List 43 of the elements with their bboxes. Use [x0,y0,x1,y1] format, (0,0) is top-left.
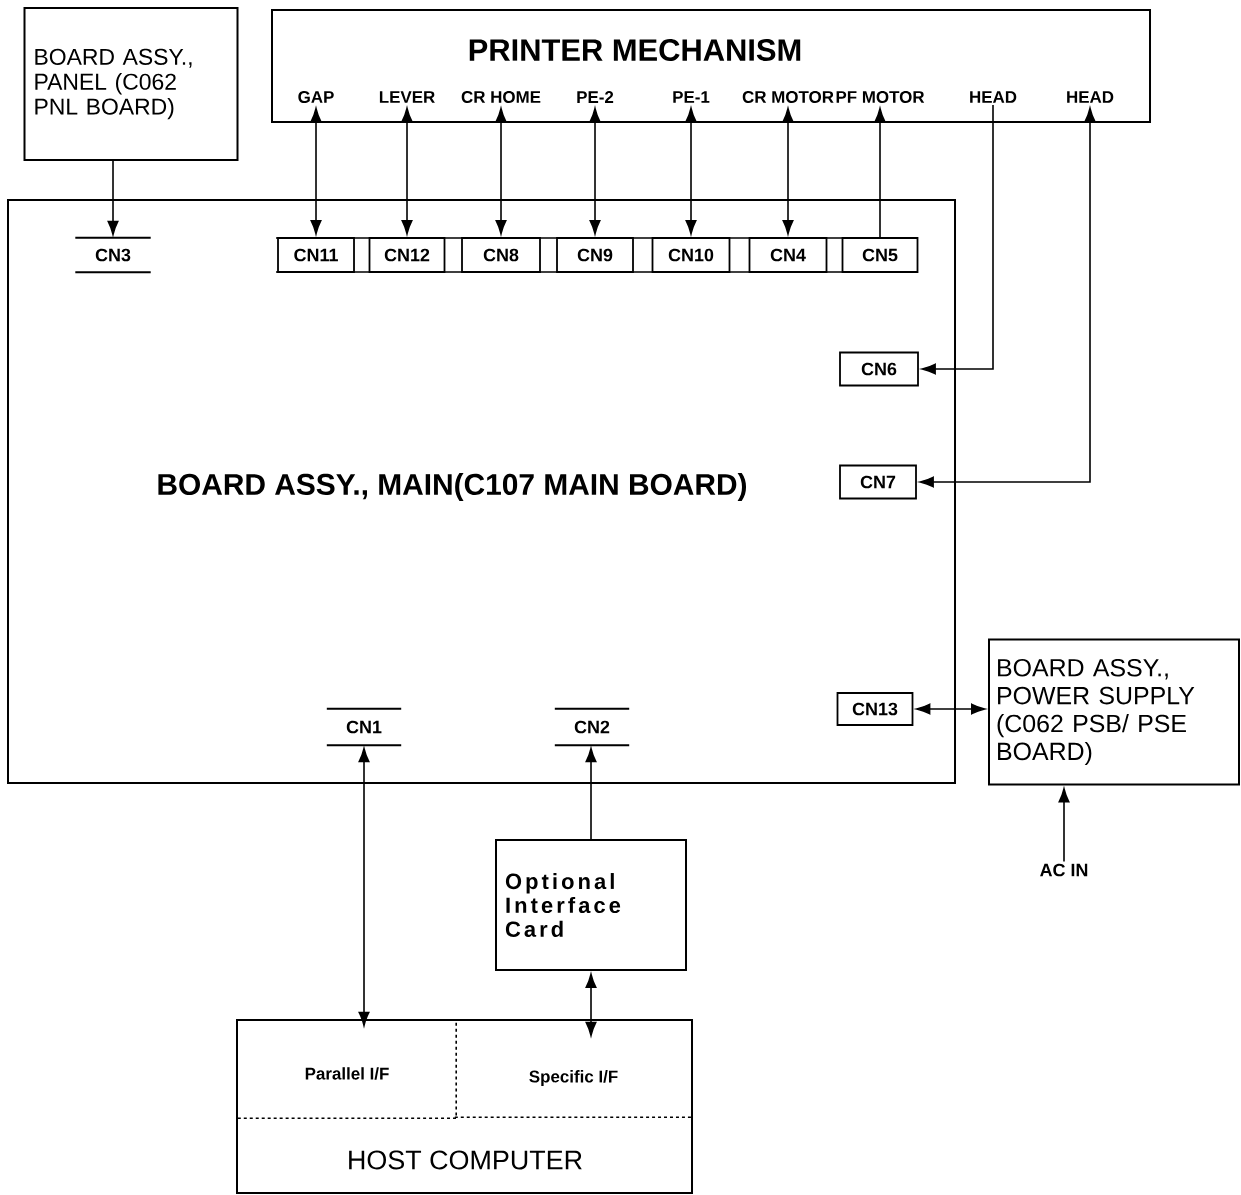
interface-section: Parallel I/F [237,1022,457,1119]
arrow [589,107,601,235]
connector-box: CN9 [556,237,634,273]
connector-box: CN12 [368,237,446,273]
signal-label: CR HOME [461,91,541,103]
arrow [107,160,119,236]
arrow [495,107,507,235]
input-label: AC IN [1040,863,1088,877]
connector-box: CN11 [277,237,355,273]
arrow [782,107,794,235]
arrow [921,104,994,375]
arrow [874,107,886,238]
signal-label: LEVER [379,91,435,103]
arrow [585,747,597,840]
connector-box: CN7 [839,464,917,500]
signal-label: HEAD [970,91,1017,103]
connector-box: CN13 [836,692,914,726]
board-box: BOARD ASSY., POWER SUPPLY (C062 PSB/ PSE BOARD) [988,638,1240,786]
arrow [401,107,413,235]
arrow [1058,788,1070,863]
arrow [919,107,1096,488]
signal-label: PF MOTOR [836,91,925,103]
connector-label: CN2 [553,707,631,747]
signal-label: GAP [298,91,334,103]
connector-box: CN6 [839,351,919,387]
arrow [585,973,597,1037]
arrow [916,703,986,715]
arrow [358,747,370,1027]
interface-section: Specific I/F [454,1070,693,1118]
connector-box: CN4 [748,237,828,273]
card-box: Optional Interface Card [495,839,687,971]
connector-box: CN10 [651,237,731,273]
arrow [685,107,697,235]
signal-label: CR MOTOR [742,91,834,103]
signal-label: PE-1 [673,91,710,103]
connector-label: CN3 [74,236,152,274]
arrow [310,107,322,235]
connector-box: CN8 [461,237,541,273]
connector-box: CN5 [841,237,919,273]
signal-label: HEAD [1067,91,1114,103]
connector-label: CN1 [325,707,403,747]
board-box: BOARD ASSY., PANEL (C062 PNL BOARD) [23,7,239,161]
signal-label: PE-2 [577,91,614,103]
